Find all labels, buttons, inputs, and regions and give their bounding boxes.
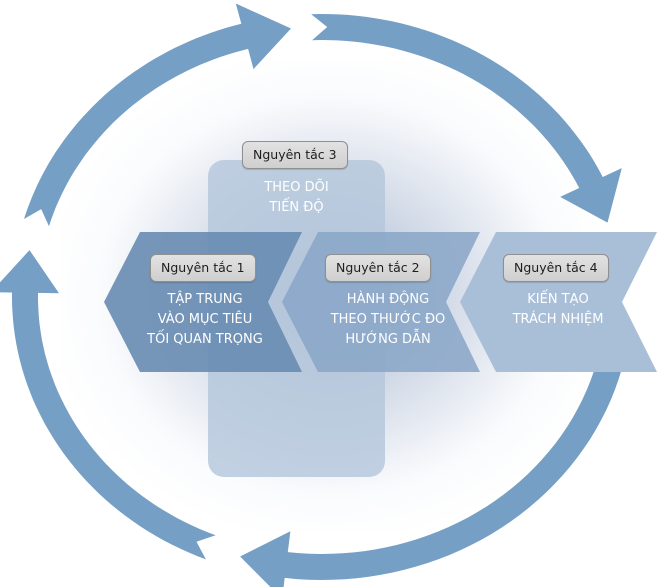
arrow-bottom-curved-arrow-icon bbox=[240, 332, 629, 587]
principle-4-tag: Nguyên tắc 4 bbox=[503, 254, 609, 282]
principle-3-line-2: TIẾN ĐỘ bbox=[269, 200, 324, 215]
principle-2-tag: Nguyên tắc 2 bbox=[325, 254, 431, 282]
principle-1-line-3: TỐI QUAN TRỌNG bbox=[147, 332, 263, 347]
principle-2-line-1: HÀNH ĐỘNG bbox=[346, 292, 430, 307]
principle-3-caption: THEO DÕI TIẾN ĐỘ bbox=[208, 178, 385, 218]
arrow-left-curved-arrow-icon bbox=[0, 250, 216, 560]
principle-3-tag: Nguyên tắc 3 bbox=[242, 141, 348, 169]
principle-1-tag: Nguyên tắc 1 bbox=[150, 254, 256, 282]
arrow-right-curved-arrow-icon bbox=[311, 14, 622, 223]
principle-3-line-1: THEO DÕI bbox=[264, 180, 329, 195]
principle-2-caption: HÀNH ĐỘNG THEO THƯỚC ĐO HƯỚNG DẪN bbox=[300, 290, 476, 350]
principle-1-caption: TẬP TRUNG VÀO MỤC TIÊU TỐI QUAN TRỌNG bbox=[120, 290, 290, 350]
principle-2-line-2: THEO THƯỚC ĐO bbox=[330, 312, 446, 327]
principle-4-line-2: TRÁCH NHIỆM bbox=[512, 312, 604, 327]
principle-4-line-1: KIẾN TẠO bbox=[527, 292, 589, 307]
principle-2-line-3: HƯỚNG DẪN bbox=[345, 332, 431, 347]
principle-1-line-2: VÀO MỤC TIÊU bbox=[157, 312, 253, 327]
principle-1-line-1: TẬP TRUNG bbox=[167, 292, 243, 307]
principle-4-caption: KIẾN TẠO TRÁCH NHIỆM bbox=[478, 290, 638, 330]
arrow-top-curved-arrow-icon bbox=[24, 3, 291, 227]
